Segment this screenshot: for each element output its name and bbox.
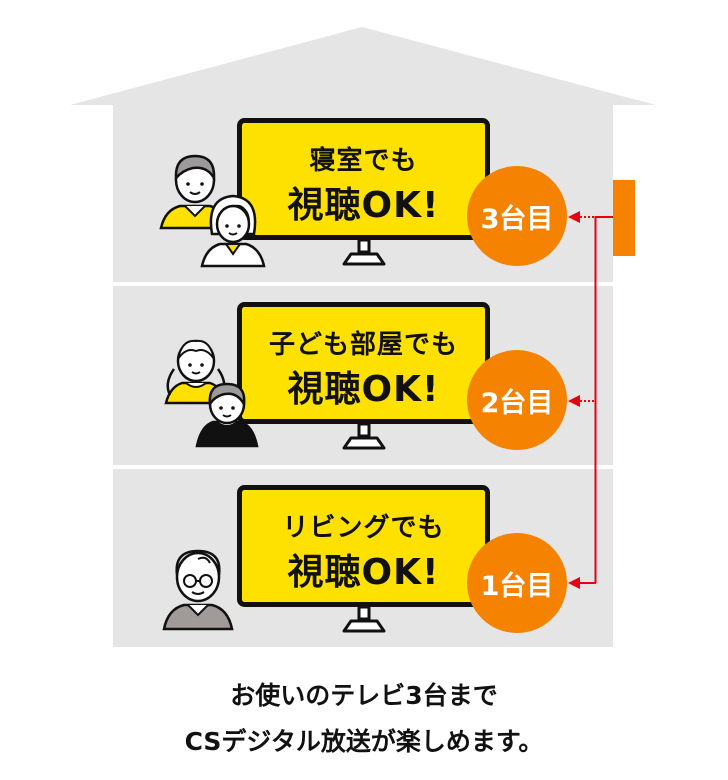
tv-room-text: 子ども部屋でも [268, 330, 458, 360]
tv-room-text: 寝室でも [309, 146, 418, 176]
tv-ok-text: 視聴OK! [287, 552, 440, 593]
floor-divider-upper [113, 282, 613, 286]
tv-ok-text: 視聴OK! [287, 185, 440, 226]
wiring [568, 180, 635, 589]
tv-floor-1: リビングでも 視聴OK! [237, 485, 490, 633]
badge-1st-tv: 1台目 [467, 533, 567, 633]
arrow-head-2 [568, 395, 580, 407]
arrow-head-3 [568, 211, 580, 223]
tv-room-text: リビングでも [282, 513, 445, 543]
man-yellow-shirt-icon [159, 154, 231, 230]
boy-black-shirt-icon [195, 382, 259, 448]
caption-line-2: CSデジタル放送が楽しめます。 [184, 727, 544, 756]
badge-3rd-tv: 3台目 [467, 166, 567, 266]
tv-floor-3: 寝室でも 視聴OK! [237, 118, 490, 266]
tv-floor-2: 子ども部屋でも 視聴OK! [237, 302, 490, 450]
antenna-box [613, 180, 635, 256]
arrow-head-1 [568, 577, 580, 589]
elderly-man-glasses-icon [162, 549, 234, 631]
badge-2nd-tv: 2台目 [467, 350, 567, 450]
floor-divider-lower [113, 465, 613, 469]
tv-ok-text: 視聴OK! [287, 369, 440, 410]
woman-white-shirt-icon [200, 194, 266, 268]
caption-line-1: お使いのテレビ3台まで [230, 681, 498, 710]
